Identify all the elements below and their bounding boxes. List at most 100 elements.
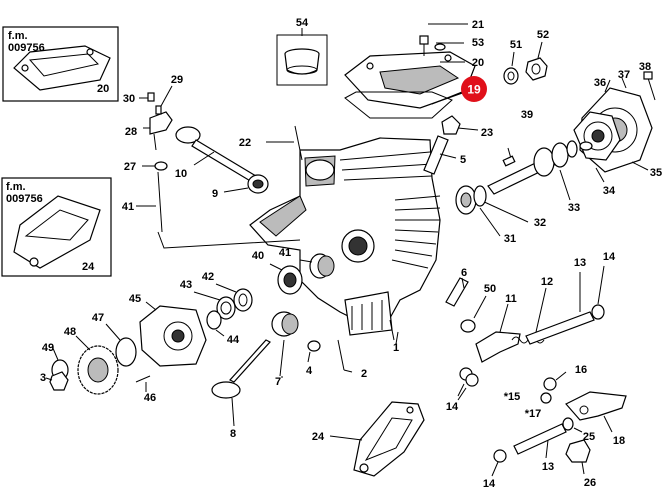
label-12: 12 xyxy=(541,276,553,288)
part-51-washer xyxy=(503,51,519,85)
part-16-nut xyxy=(543,371,567,391)
label-34: 34 xyxy=(603,185,616,197)
part-11-rocker xyxy=(475,303,521,363)
inset-cover-shape xyxy=(13,45,111,91)
part-18-rocker xyxy=(565,391,627,433)
part-13-shaft-top xyxy=(525,272,595,345)
inset-box-top: f.m. 009756 20 xyxy=(2,26,119,102)
label-6: 6 xyxy=(461,267,467,279)
part-27-oring xyxy=(142,161,168,171)
part-42-ring xyxy=(215,283,253,312)
label-26: 26 xyxy=(584,477,596,489)
label-25: 25 xyxy=(583,431,595,443)
label-18: 18 xyxy=(613,435,625,447)
label-29: 29 xyxy=(171,74,183,86)
part-13-shaft-bottom xyxy=(513,423,567,459)
part-28-sensor xyxy=(139,85,173,151)
label-54: 54 xyxy=(296,17,309,29)
cam-cover-assembly xyxy=(573,77,653,183)
part-9-seal xyxy=(223,174,269,194)
valve-cover xyxy=(344,42,476,119)
label-50: 50 xyxy=(484,283,496,295)
label-14-top: 14 xyxy=(603,251,616,263)
part-14-washer-bottom xyxy=(491,449,507,477)
label-22: 22 xyxy=(239,137,251,149)
label-15: *15 xyxy=(504,391,521,403)
part-14-washer-top xyxy=(591,265,605,320)
label-46: 46 xyxy=(144,392,156,404)
label-30: 30 xyxy=(123,93,135,105)
inset-mid-code-line1: f.m. xyxy=(6,181,26,193)
label-37: 37 xyxy=(618,69,630,81)
inset-top-part-label: 20 xyxy=(97,83,109,95)
part-2-stud xyxy=(337,339,353,373)
part-14-washer-left xyxy=(457,373,479,401)
part-46-bolt xyxy=(135,375,151,392)
part-25-ring xyxy=(562,417,583,433)
part-3-nut xyxy=(45,371,69,391)
label-7: 7 xyxy=(275,376,281,388)
label-33: 33 xyxy=(568,202,580,214)
highlight-badge-circle[interactable] xyxy=(461,76,487,102)
label-36: 36 xyxy=(594,77,606,89)
highlight-badge[interactable]: 19 xyxy=(431,76,487,105)
part-6-guide xyxy=(445,277,469,307)
label-14-left: 14 xyxy=(446,401,459,413)
label-11: 11 xyxy=(505,293,517,305)
label-43: 43 xyxy=(180,279,192,291)
label-44: 44 xyxy=(227,334,240,346)
label-13-bottom: 13 xyxy=(542,461,554,473)
label-39: 39 xyxy=(521,109,533,121)
label-48: 48 xyxy=(64,326,76,338)
inset-bracket-shape xyxy=(13,195,101,269)
cylinder-head xyxy=(249,137,441,341)
part-17-washer xyxy=(540,392,552,404)
camshaft-33 xyxy=(487,140,593,201)
part-24-bracket xyxy=(329,401,425,477)
inset-mid-code-line2: 009756 xyxy=(6,193,43,205)
label-14-bottom: 14 xyxy=(483,478,496,490)
part-41-shaft xyxy=(136,171,301,249)
label-28: 28 xyxy=(125,126,137,138)
label-16: 16 xyxy=(575,364,587,376)
gasket-19 xyxy=(344,91,453,119)
label-53: 53 xyxy=(472,37,484,49)
highlight-badge-number[interactable]: 19 xyxy=(467,83,481,97)
part-50-seal xyxy=(460,295,487,333)
label-21: 21 xyxy=(472,19,484,31)
part-41-bearing xyxy=(299,253,335,279)
label-41-mid: 41 xyxy=(279,247,291,259)
label-38: 38 xyxy=(639,61,651,73)
label-4: 4 xyxy=(306,365,313,377)
part-26-nut xyxy=(565,439,591,475)
label-47: 47 xyxy=(92,312,104,324)
label-3: 3 xyxy=(40,372,46,384)
label-51: 51 xyxy=(510,39,522,51)
part-22-stud xyxy=(266,125,303,161)
part-10-valve xyxy=(175,126,257,183)
label-49: 49 xyxy=(42,342,54,354)
label-17: *17 xyxy=(525,408,542,420)
part-38-screw xyxy=(643,71,656,101)
bearing-32 xyxy=(455,185,529,223)
label-41-top: 41 xyxy=(122,201,134,213)
label-13-top: 13 xyxy=(574,257,586,269)
part-43-ring xyxy=(193,291,236,320)
label-2: 2 xyxy=(361,368,367,380)
label-52: 52 xyxy=(537,29,549,41)
label-23: 23 xyxy=(481,127,493,139)
label-27: 27 xyxy=(124,161,136,173)
part-7-spring xyxy=(271,311,299,377)
part-48-gear xyxy=(75,335,119,395)
part-4-ring xyxy=(307,340,321,363)
label-20: 20 xyxy=(472,57,484,69)
label-45: 45 xyxy=(129,293,141,305)
label-8: 8 xyxy=(230,428,236,440)
label-42: 42 xyxy=(202,271,214,283)
inset-box-mid: f.m. 009756 24 xyxy=(1,177,112,277)
part-8-valve xyxy=(211,339,271,427)
label-35: 35 xyxy=(650,167,662,179)
part-54-ring xyxy=(276,28,328,86)
